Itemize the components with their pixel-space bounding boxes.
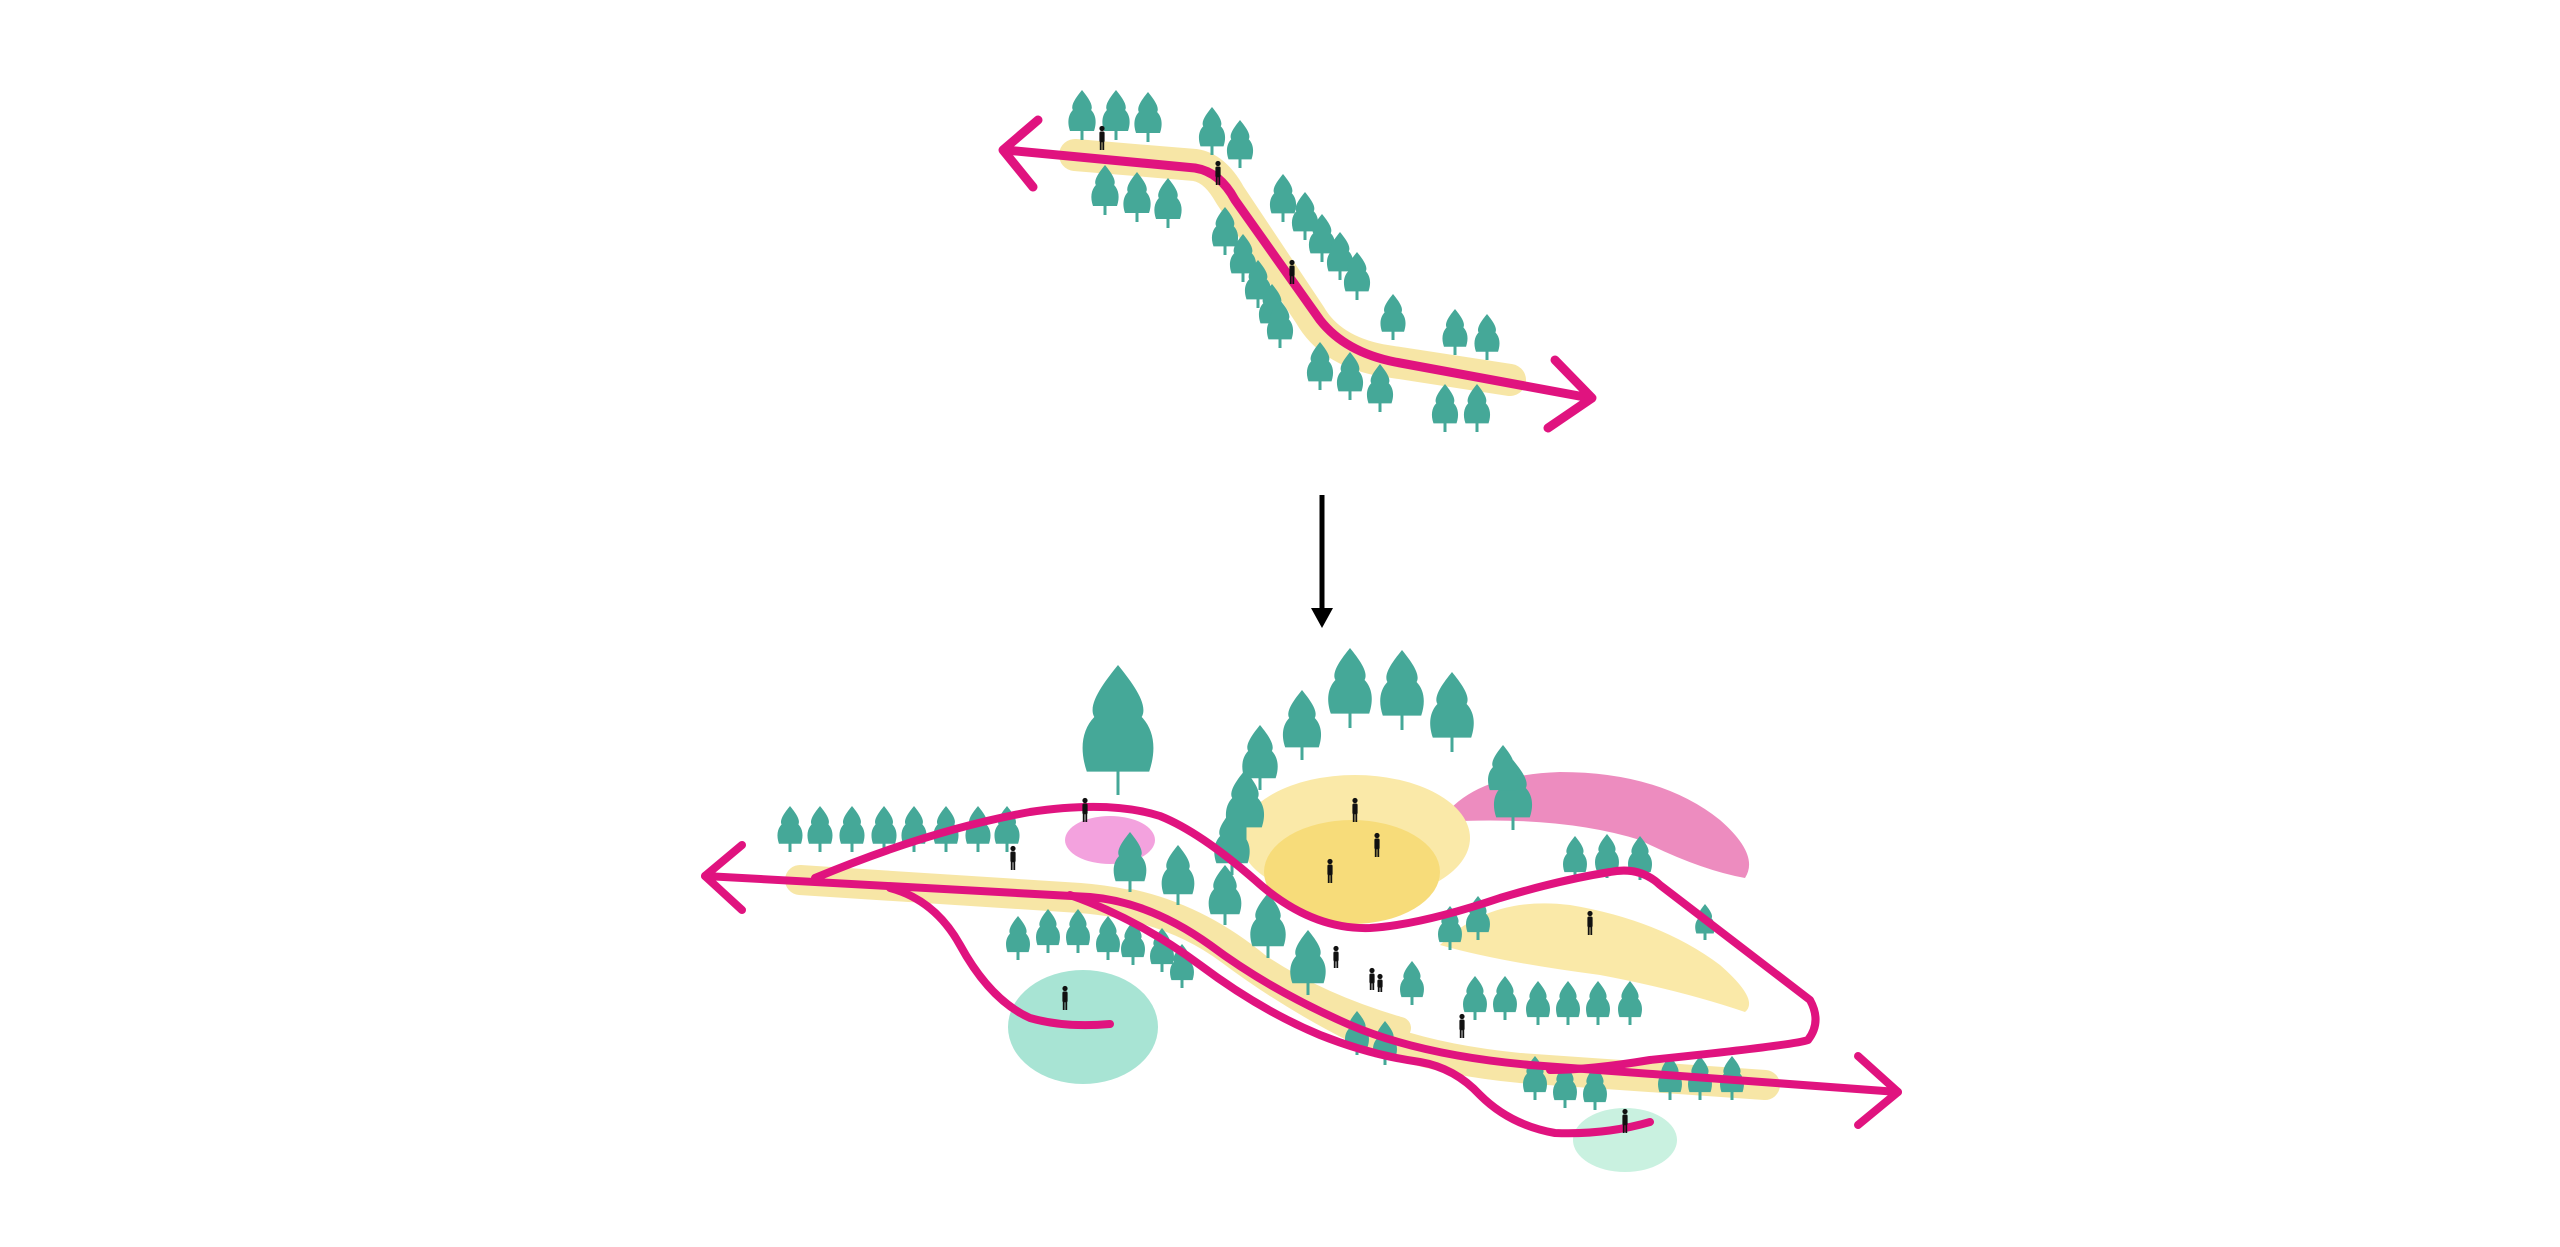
standing-person-icon xyxy=(1333,945,1339,968)
conifer-tree-icon xyxy=(839,806,865,852)
conifer-tree-icon xyxy=(1380,294,1406,340)
conifer-tree-icon xyxy=(1556,981,1580,1025)
arrow-down-icon xyxy=(1311,495,1333,628)
conifer-tree-icon xyxy=(1269,174,1297,222)
path-east-arrowhead xyxy=(1854,1052,1902,1129)
conifer-tree-icon xyxy=(1430,672,1474,752)
path-main-west-east xyxy=(701,872,1902,1096)
standing-person-icon xyxy=(1010,845,1016,870)
standing-person-icon xyxy=(1289,259,1295,284)
conifer-tree-icon xyxy=(1226,120,1254,168)
conifer-tree-icon xyxy=(1282,690,1322,760)
standing-person-icon xyxy=(1352,797,1358,822)
path-branch-lower xyxy=(1066,891,1654,1138)
conifer-tree-icon xyxy=(1198,107,1226,155)
path-west-arrowhead xyxy=(701,841,746,914)
conifer-tree-icon xyxy=(1266,300,1294,348)
conifer-tree-icon xyxy=(1244,260,1272,308)
conifer-tree-icon xyxy=(1242,725,1278,790)
conifer-tree-icon xyxy=(807,806,833,852)
conifer-tree-icon xyxy=(1526,981,1550,1025)
conifer-tree-icon xyxy=(1006,916,1030,960)
path-branch-pond xyxy=(886,884,1114,1030)
standing-person-icon xyxy=(1099,125,1105,150)
standing-person-icon xyxy=(1327,858,1333,883)
conifer-tree-icon xyxy=(1586,981,1610,1025)
corridor-band-branch xyxy=(1119,889,1411,1039)
conifer-tree-icon xyxy=(1225,770,1265,840)
conifer-tree-icon xyxy=(871,806,897,852)
conifer-tree-icon xyxy=(1336,352,1364,400)
conifer-tree-icon xyxy=(1328,648,1372,728)
conifer-tree-icon xyxy=(1488,745,1518,800)
standing-person-icon xyxy=(1459,1013,1465,1038)
conifer-tree-icon xyxy=(1343,252,1371,300)
path-start-arrowhead xyxy=(998,115,1043,192)
conifer-tree-icon xyxy=(1036,909,1060,953)
conifer-tree-icon xyxy=(1618,981,1642,1025)
conifer-tree-icon xyxy=(1583,1066,1607,1110)
standing-person-icon xyxy=(1215,160,1221,185)
people-group-bottom xyxy=(1010,797,1628,1133)
conifer-tree-icon xyxy=(1308,214,1336,262)
conifer-tree-icon xyxy=(1380,650,1424,730)
standing-person-icon xyxy=(1374,832,1380,857)
tree-group-bottom xyxy=(777,648,1744,1110)
linear-corridor-diagram xyxy=(998,90,1597,433)
conifer-tree-icon xyxy=(1066,909,1090,953)
conifer-tree-icon xyxy=(1442,309,1468,355)
standing-person-icon xyxy=(1622,1108,1628,1133)
meadow-core xyxy=(1264,820,1440,924)
conifer-tree-icon xyxy=(1068,90,1096,140)
standing-person-icon xyxy=(1082,797,1088,822)
people-group-top xyxy=(1099,125,1295,284)
network-corridor-diagram xyxy=(701,648,1902,1172)
conifer-tree-icon xyxy=(1326,232,1354,280)
standing-person-icon xyxy=(1369,967,1375,990)
conifer-tree-icon xyxy=(1208,865,1242,925)
conifer-tree-icon xyxy=(1211,207,1239,255)
standing-person-icon xyxy=(1062,985,1068,1010)
conifer-tree-icon xyxy=(777,806,803,852)
conifer-tree-icon xyxy=(1091,165,1119,215)
conifer-tree-icon xyxy=(1400,961,1424,1005)
conifer-tree-icon xyxy=(1291,192,1319,240)
meadow-lower xyxy=(1440,903,1750,1012)
conifer-tree-icon xyxy=(1366,364,1394,412)
conifer-tree-icon xyxy=(1463,976,1487,1020)
conifer-tree-icon xyxy=(1082,665,1154,795)
conifer-tree-icon xyxy=(1134,92,1162,142)
conifer-tree-icon xyxy=(1154,178,1182,228)
conifer-tree-icon xyxy=(1096,916,1120,960)
conifer-tree-icon xyxy=(1102,90,1130,140)
tree-group-top xyxy=(1068,90,1500,432)
pink-zone xyxy=(1440,772,1750,878)
path-end-arrowhead xyxy=(1543,355,1597,433)
conifer-tree-icon xyxy=(1463,384,1491,432)
conifer-tree-icon xyxy=(1431,384,1459,432)
standing-person-icon xyxy=(1377,973,1383,992)
conifer-tree-icon xyxy=(901,806,927,852)
conifer-tree-icon xyxy=(1493,976,1517,1020)
conifer-tree-icon xyxy=(1474,314,1500,360)
main-path-line xyxy=(1000,145,1595,403)
conifer-tree-icon xyxy=(1113,832,1147,892)
conifer-tree-icon xyxy=(1250,893,1286,958)
path-loop-north xyxy=(811,802,1820,1074)
conifer-tree-icon xyxy=(1229,234,1257,282)
conifer-tree-icon xyxy=(1161,845,1195,905)
conifer-tree-icon xyxy=(1306,342,1334,390)
conifer-tree-icon xyxy=(1123,172,1151,222)
conifer-tree-icon xyxy=(1290,930,1326,995)
standing-person-icon xyxy=(1587,910,1593,935)
